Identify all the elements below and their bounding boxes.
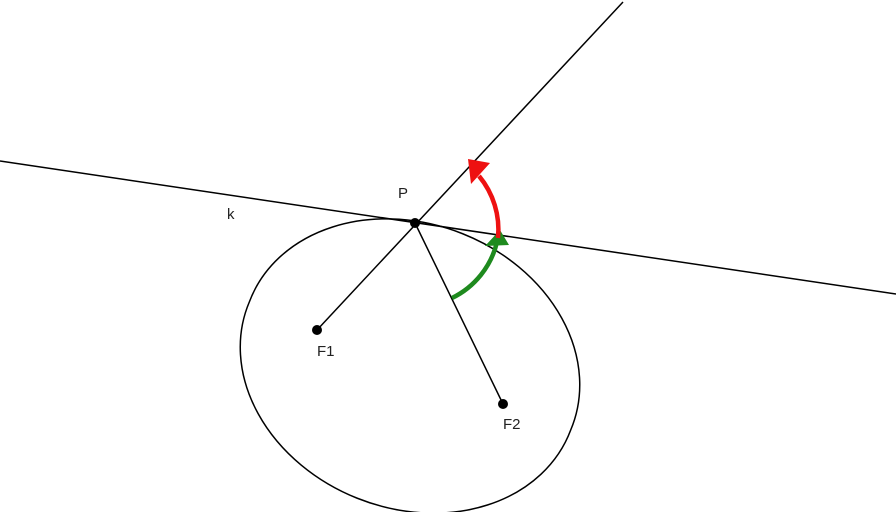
green-angle-arc xyxy=(450,241,500,301)
red-arrowhead xyxy=(468,159,490,184)
label-f1: F1 xyxy=(317,343,335,360)
ellipse xyxy=(239,218,581,512)
label-p: P xyxy=(398,185,408,202)
red-angle-arc xyxy=(477,174,501,239)
label-f2: F2 xyxy=(503,416,521,433)
segment-p-f2 xyxy=(414,222,504,405)
point-f1[interactable] xyxy=(312,325,322,335)
label-k: k xyxy=(227,206,235,223)
tangent-line-k xyxy=(0,160,896,295)
point-f2[interactable] xyxy=(498,399,508,409)
point-p[interactable] xyxy=(410,218,420,228)
green-arrowhead xyxy=(485,230,509,246)
